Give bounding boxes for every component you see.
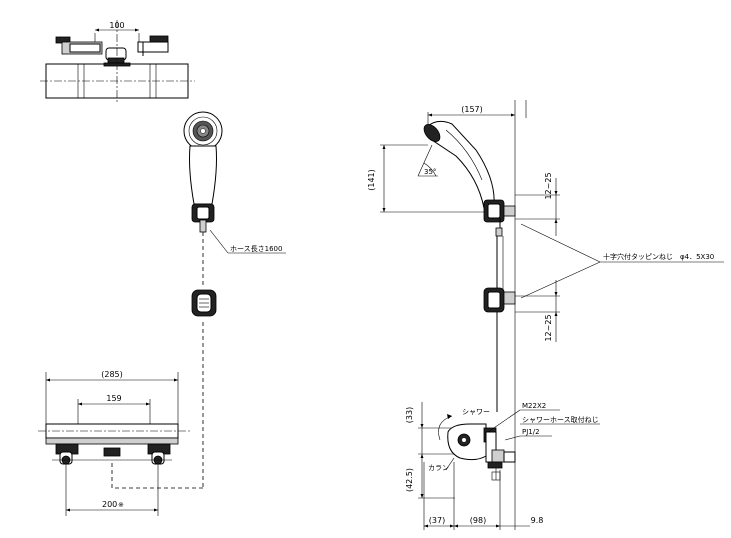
mixer-side-view: (33) (42.5) シャワー カラン M22X2 シャワーホース取付ねじ xyxy=(405,402,600,530)
dim-upper-range: 12~25 xyxy=(544,172,553,199)
dim-center-width: 159 xyxy=(106,394,121,403)
dim-body-width: (285) xyxy=(101,370,123,379)
dim-depth-98: (98) xyxy=(470,516,486,525)
side-elevation: (157) (141) 35° 12~25 xyxy=(367,100,724,530)
dim-height-33: (33) xyxy=(405,407,414,423)
dim-angle: 35° xyxy=(424,168,436,176)
shower-label: シャワー xyxy=(462,408,490,416)
dim-depth-37: (37) xyxy=(429,516,445,525)
shower-head-front xyxy=(111,111,223,489)
hose-thread-note: シャワーホース取付ねじ xyxy=(522,415,599,424)
thread-spec-label: M22X2 xyxy=(522,402,546,410)
collar-label: カラン xyxy=(428,464,449,472)
plan-view: 100 xyxy=(40,20,195,104)
pipe-thread-label: PJ1/2 xyxy=(522,428,540,436)
dim-height-42: (42.5) xyxy=(405,468,414,492)
dim-lower-range: 12~25 xyxy=(544,314,553,341)
dim-arm-length: (157) xyxy=(461,105,483,114)
body-front-view: (285) 159 200 ※ xyxy=(38,370,190,516)
slide-bracket-front xyxy=(191,289,217,317)
dim-depth-9-8: 9.8 xyxy=(531,516,544,525)
dim-head-height: (141) xyxy=(367,169,376,191)
hose-length-label: ホース長さ1600 xyxy=(230,245,282,253)
mount-pitch-mark: ※ xyxy=(118,501,124,509)
dim-mount-pitch: 200 xyxy=(102,500,117,509)
screw-spec-label: 十字穴付タッピンねじ φ4．5X30 xyxy=(603,252,714,261)
hose-length-callout: ホース長さ1600 xyxy=(209,229,286,254)
